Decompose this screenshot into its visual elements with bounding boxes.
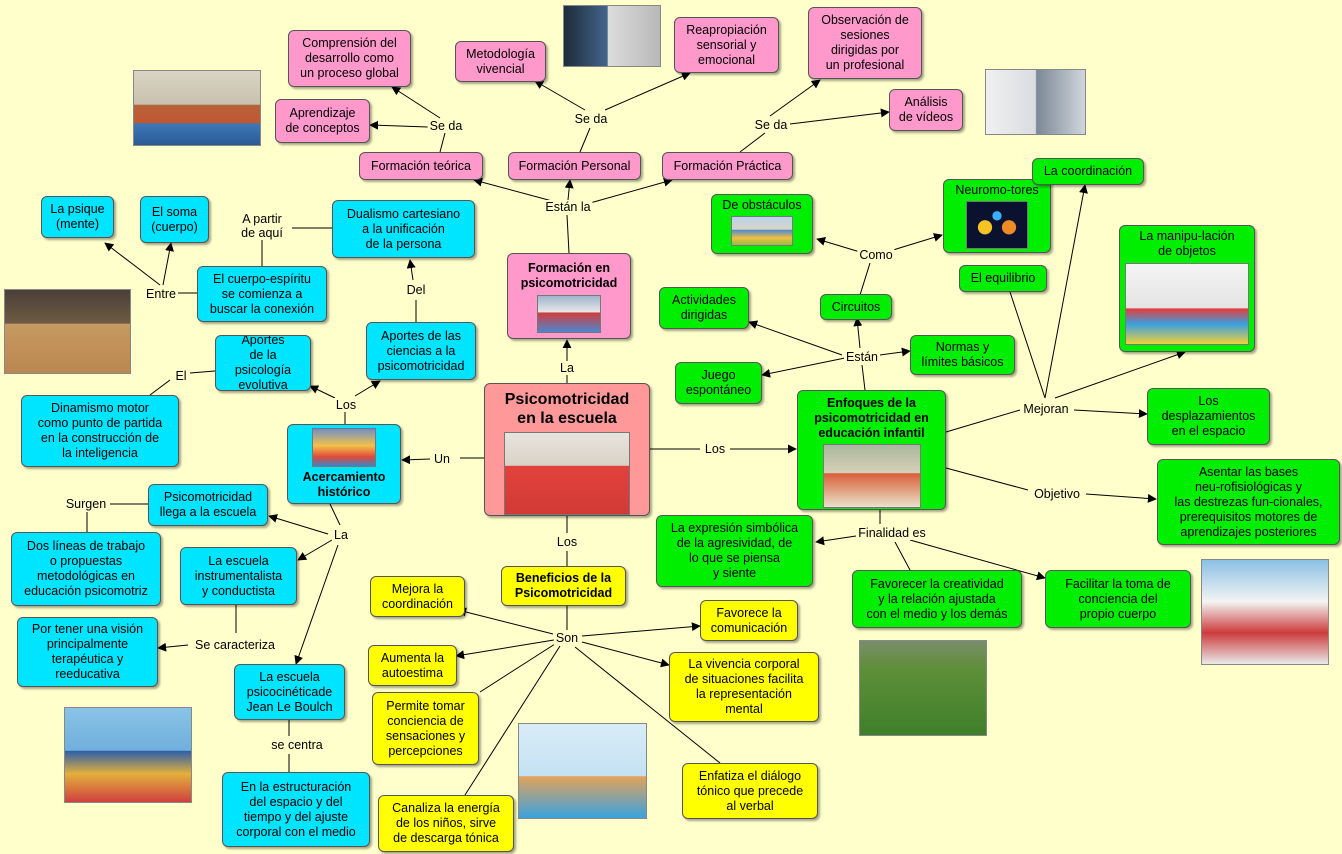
node-formacion-psicomotricidad[interactable]: Formación en psicomotricidad	[507, 253, 631, 339]
obstaculos-photo	[731, 216, 793, 246]
children-gym-photo	[133, 70, 261, 146]
node-aportes-psicologia[interactable]: Aportes de la psicología evolutiva	[215, 335, 311, 391]
link-mejoran: Mejoran	[1021, 402, 1071, 416]
node-manipulacion[interactable]: La manipu-lación de objetos	[1119, 225, 1255, 352]
node-center-psicomotricidad[interactable]: Psicomotricidad en la escuela	[484, 383, 650, 516]
video-call-photo	[563, 5, 661, 67]
link-a-partir: A partir de aquí	[239, 212, 285, 240]
link-los-right: Los	[702, 442, 728, 456]
node-juego-espontaneo[interactable]: Juego espontáneo	[675, 362, 762, 404]
link-del: Del	[404, 283, 428, 297]
node-metodologia[interactable]: Metodología vivencial	[455, 41, 546, 82]
node-beneficios[interactable]: Beneficios de la Psicomotricidad	[501, 566, 626, 606]
node-manipulacion-label: La manipu-lación de objetos	[1139, 229, 1235, 258]
children-playing-photo	[4, 289, 131, 374]
neuromotores-photo	[966, 201, 1028, 249]
node-comunicacion[interactable]: Favorece la comunicación	[700, 600, 798, 641]
link-el: El	[173, 369, 189, 383]
node-psicocinetica[interactable]: La escuela psicocinéticade Jean Le Boulc…	[234, 664, 345, 720]
node-aportes-ciencias[interactable]: Aportes de las ciencias a la psicomotric…	[366, 322, 476, 380]
link-se-da-teorica: Se da	[427, 119, 465, 133]
node-dualismo[interactable]: Dualismo cartesiano a la unificación de …	[332, 200, 475, 258]
formacion-photo	[537, 295, 601, 333]
link-estan-la: Están la	[543, 200, 593, 214]
acercamiento-photo	[312, 428, 376, 467]
link-se-da-personal: Se da	[572, 112, 610, 126]
node-cuerpo-espiritu[interactable]: El cuerpo-espíritu se comienza a buscar …	[197, 266, 327, 322]
node-actividades-dirigidas[interactable]: Actividades dirigidas	[659, 287, 749, 329]
node-soma[interactable]: El soma (cuerpo)	[140, 196, 209, 243]
node-canaliza[interactable]: Canaliza la energía de los niños, sirve …	[378, 795, 514, 852]
node-obstaculos-label: De obstáculos	[722, 198, 802, 212]
node-expresion[interactable]: La expresión simbólica de la agresividad…	[656, 515, 813, 587]
node-toma-conciencia[interactable]: Facilitar la toma de conciencia del prop…	[1045, 570, 1191, 628]
node-reapropiacion[interactable]: Reapropiación sensorial y emocional	[674, 17, 779, 73]
node-acercamiento-label: Acercamiento histórico	[302, 470, 386, 499]
node-formacion-teorica[interactable]: Formación teórica	[359, 152, 483, 180]
node-vivencia[interactable]: La vivencia corporal de situaciones faci…	[669, 652, 819, 722]
center-photo	[504, 432, 630, 515]
node-formacion-practica[interactable]: Formación Práctica	[662, 152, 793, 180]
node-instrumentalista[interactable]: La escuela instrumentalista y conductist…	[180, 547, 297, 605]
node-enfoques-label: Enfoques de la psicomotricidad en educac…	[814, 396, 929, 440]
node-aprendizaje[interactable]: Aprendizaje de conceptos	[275, 99, 370, 143]
link-la-top: La	[558, 361, 576, 375]
node-observacion[interactable]: Observación de sesiones dirigidas por un…	[808, 7, 922, 79]
link-estan: Están	[844, 350, 880, 364]
man-laptop-photo	[985, 69, 1086, 135]
link-entre: Entre	[144, 287, 178, 301]
node-normas[interactable]: Normas y límites básicos	[910, 335, 1015, 375]
link-los-left: Los	[333, 398, 359, 412]
node-enfatiza[interactable]: Enfatiza el diálogo tónico que precede a…	[682, 763, 818, 819]
link-como: Como	[857, 248, 895, 262]
node-autoestima[interactable]: Aumenta la autoestima	[368, 645, 457, 686]
node-psique[interactable]: La psique (mente)	[41, 196, 114, 238]
manipulacion-photo	[1125, 263, 1249, 345]
cones-circuit-photo	[1201, 559, 1329, 665]
soft-blocks-photo	[64, 707, 192, 803]
node-asentar[interactable]: Asentar las bases neu-rofisiológicas y l…	[1157, 459, 1340, 545]
link-son: Son	[553, 631, 581, 645]
node-la-coordinacion[interactable]: La coordinación	[1032, 158, 1144, 185]
node-desplazamientos[interactable]: Los desplazamientos en el espacio	[1147, 388, 1270, 445]
node-vision[interactable]: Por tener una visión principalmente tera…	[17, 617, 158, 687]
node-llega-escuela[interactable]: Psicomotricidad llega a la escuela	[148, 484, 268, 526]
climbing-ramp-photo	[518, 723, 647, 819]
node-circuitos[interactable]: Circuitos	[820, 294, 892, 320]
link-la-left: La	[332, 528, 350, 542]
node-creatividad[interactable]: Favorecer la creatividad y la relación a…	[852, 570, 1022, 628]
link-finalidad: Finalidad es	[856, 526, 928, 540]
node-dos-lineas[interactable]: Dos líneas de trabajo o propuestas metod…	[11, 532, 161, 606]
enfoques-photo	[822, 444, 921, 508]
node-tomar-conciencia[interactable]: Permite tomar conciencia de sensaciones …	[372, 692, 479, 765]
node-formacion-personal[interactable]: Formación Personal	[508, 152, 641, 180]
node-obstaculos[interactable]: De obstáculos	[711, 194, 813, 254]
node-neuromotores[interactable]: Neuromo-tores	[943, 179, 1051, 253]
node-center-label: Psicomotricidad en la escuela	[504, 391, 630, 427]
link-se-centra: se centra	[269, 738, 325, 752]
node-analisis[interactable]: Análisis de vídeos	[889, 89, 963, 131]
node-formacion-label: Formación en psicomotricidad	[520, 261, 618, 290]
link-los-bottom: Los	[554, 535, 580, 549]
link-se-da-practica: Se da	[752, 118, 790, 132]
hoops-grass-photo	[859, 640, 987, 736]
node-mejora-coordinacion[interactable]: Mejora la coordinación	[370, 576, 465, 617]
link-se-caracteriza: Se caracteriza	[193, 638, 277, 652]
node-equilibrio[interactable]: El equilibrio	[959, 265, 1047, 292]
node-acercamiento-historico[interactable]: Acercamiento histórico	[287, 424, 401, 504]
link-surgen: Surgen	[63, 497, 109, 511]
node-dinamismo[interactable]: Dinamismo motor como punto de partida en…	[21, 395, 179, 467]
node-enfoques[interactable]: Enfoques de la psicomotricidad en educac…	[797, 390, 946, 510]
node-estructuracion[interactable]: En la estructuración del espacio y del t…	[222, 772, 370, 847]
node-neuromotores-label: Neuromo-tores	[955, 183, 1039, 197]
link-objetivo: Objetivo	[1032, 487, 1082, 501]
node-comprension[interactable]: Comprensión del desarrollo como un proce…	[288, 30, 411, 87]
link-un: Un	[432, 452, 452, 466]
